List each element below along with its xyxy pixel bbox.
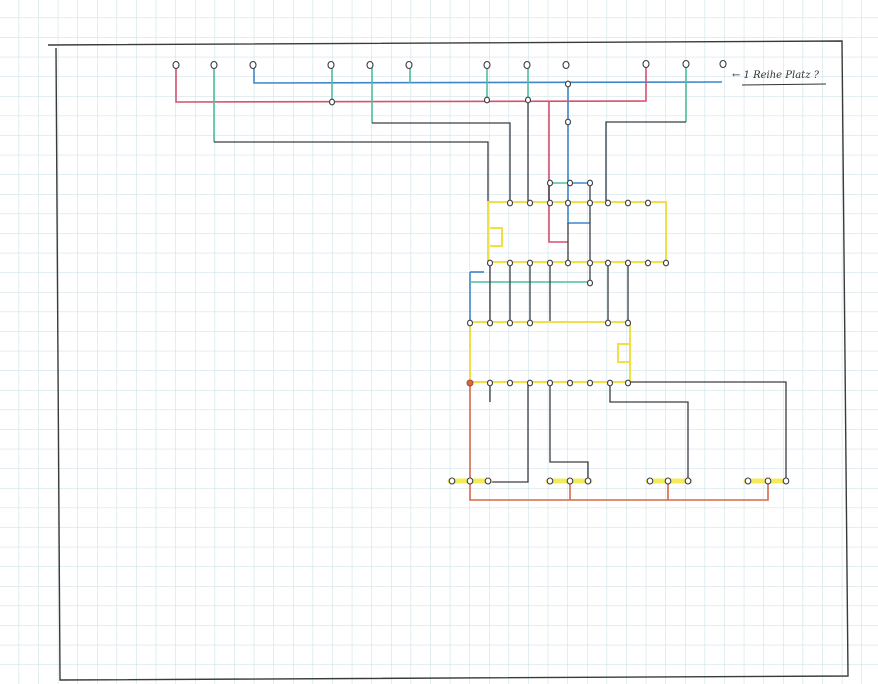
- block-pin: [662, 259, 670, 267]
- block-pin: [526, 199, 534, 207]
- output-terminal: [764, 477, 772, 485]
- block-pin: [586, 259, 594, 267]
- note-text: ← 1 Reihe Platz ?: [732, 70, 820, 81]
- block-pin: [564, 199, 572, 207]
- block-pin: [546, 199, 554, 207]
- output-terminal: [566, 477, 574, 485]
- block-pin: [644, 259, 652, 267]
- junction-node: [546, 179, 554, 187]
- block-pin: [566, 379, 574, 387]
- junction-node: [483, 96, 491, 104]
- block-pin: [486, 319, 494, 327]
- output-terminal: [684, 477, 692, 485]
- terminal-node: [642, 59, 650, 69]
- junction-node: [564, 118, 572, 126]
- block-pin: [546, 379, 554, 387]
- output-terminal: [448, 477, 456, 485]
- junction-node: [566, 179, 574, 187]
- terminal-node: [366, 60, 374, 70]
- block-pin: [604, 259, 612, 267]
- junction-node: [586, 179, 594, 187]
- block-pin: [604, 199, 612, 207]
- junction-node: [524, 96, 532, 104]
- red-input-bus: [175, 65, 647, 243]
- block-pin: [586, 199, 594, 207]
- output-terminal: [466, 477, 474, 485]
- block-pin: [604, 319, 612, 327]
- output-terminal: [584, 477, 592, 485]
- junction-node: [328, 98, 336, 106]
- terminal-node: [249, 60, 257, 70]
- block-pin: [564, 259, 572, 267]
- block-pin: [486, 379, 494, 387]
- terminal-node: [483, 60, 491, 70]
- terminal-node: [682, 59, 690, 69]
- terminal-node: [172, 60, 180, 70]
- block-pin: [624, 319, 632, 327]
- output-terminal: [782, 477, 790, 485]
- block-pin: [624, 199, 632, 207]
- block-pin: [526, 379, 534, 387]
- drawing-frame: [47, 40, 849, 681]
- block-pin: [624, 379, 632, 387]
- black-signal-wires: [214, 101, 787, 483]
- block-pin: [506, 319, 514, 327]
- junction-node: [564, 80, 572, 88]
- note-underline: [741, 83, 827, 86]
- output-terminal: [646, 477, 654, 485]
- block-pin: [486, 259, 494, 267]
- terminal-node: [719, 59, 727, 69]
- block-pin: [644, 199, 652, 207]
- output-terminal: [744, 477, 752, 485]
- block-pin: [506, 199, 514, 207]
- block-pin: [506, 259, 514, 267]
- block-pin: [526, 259, 534, 267]
- output-terminal: [546, 477, 554, 485]
- connection-nodes: [172, 59, 790, 485]
- block-pin: [546, 259, 554, 267]
- block-pin: [624, 259, 632, 267]
- orange-return-rail: [469, 382, 769, 501]
- terminal-node: [523, 60, 531, 70]
- block-pin: [506, 379, 514, 387]
- terminal-node: [210, 60, 218, 70]
- output-terminal: [664, 477, 672, 485]
- block-pin: [526, 319, 534, 327]
- margin-note: ← 1 Reihe Platz ?: [732, 70, 827, 86]
- junction-node: [586, 279, 594, 287]
- ground-junction-node: [466, 379, 474, 387]
- block-pin: [586, 379, 594, 387]
- block-pin: [466, 319, 474, 327]
- output-terminal: [484, 477, 492, 485]
- terminal-node: [562, 60, 570, 70]
- block-pin: [606, 379, 614, 387]
- terminal-node: [405, 60, 413, 70]
- terminal-node: [327, 60, 335, 70]
